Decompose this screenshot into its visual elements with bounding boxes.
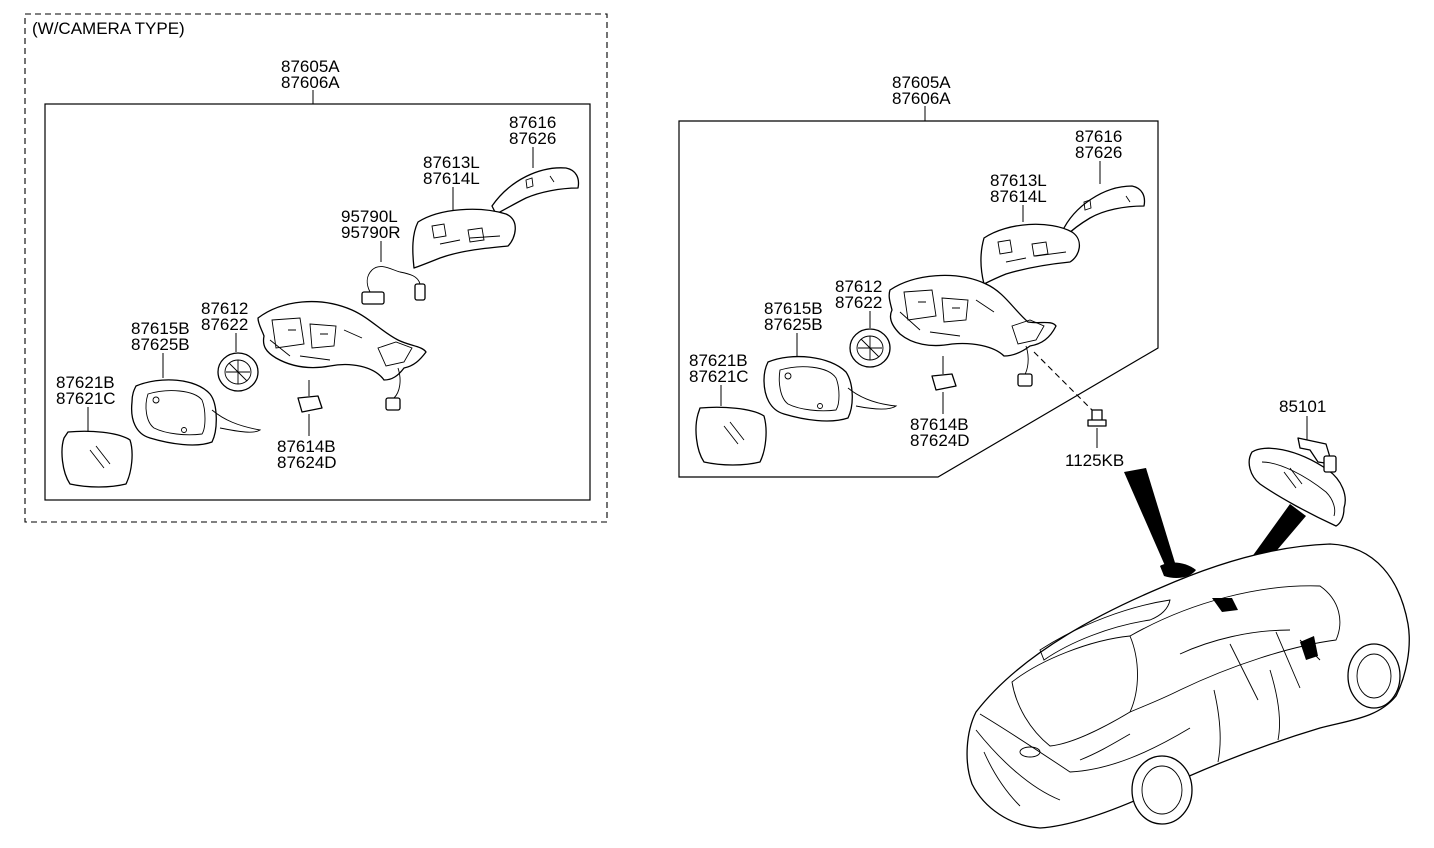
camera-holder-label-1: 87615B — [131, 319, 190, 338]
camera-actuator-label-1: 87612 — [201, 299, 248, 318]
assembly-frame — [678, 120, 1159, 478]
camera-cover-label-2: 87626 — [509, 129, 556, 148]
lamp-label-1: 87614B — [910, 415, 969, 434]
glass-label-2: 87621C — [689, 367, 749, 386]
lamp-part — [931, 356, 957, 391]
actuator-label-2: 87622 — [835, 293, 882, 312]
mirror-housing-part — [888, 274, 1057, 387]
camera-actuator-part — [217, 352, 259, 392]
camera-type-section: (W/CAMERA TYPE) 87605A 87606A 87616 8762… — [24, 13, 608, 523]
bolt-label: 1125KB — [1065, 451, 1124, 470]
glass-part — [695, 406, 767, 466]
holder-label-1: 87615B — [764, 299, 823, 318]
bolt-part — [1087, 409, 1107, 427]
camera-mirror-cover-part — [491, 167, 580, 215]
bolt-callout-pointer — [1124, 468, 1176, 568]
glass-label-1: 87621B — [689, 351, 748, 370]
camera-unit-label-1: 95790L — [341, 207, 398, 226]
camera-holder-part — [130, 379, 262, 446]
mirror-cover-part — [1061, 185, 1146, 237]
housing-cover-label-2: 87614L — [990, 187, 1047, 206]
camera-housing-cover-label-2: 87614L — [423, 169, 480, 188]
cover-label-2: 87626 — [1075, 143, 1122, 162]
camera-assembly-label-2: 87606A — [281, 73, 340, 92]
camera-glass-label-1: 87621B — [56, 373, 115, 392]
camera-cover-label-1: 87616 — [509, 113, 556, 132]
holder-part — [763, 355, 898, 422]
holder-label-2: 87625B — [764, 315, 823, 334]
assembly-label-2: 87606A — [892, 89, 951, 108]
lamp-label-2: 87624D — [910, 431, 970, 450]
housing-cover-label-1: 87613L — [990, 171, 1047, 190]
bolt-dashed-line — [1033, 351, 1097, 415]
camera-unit-label-2: 95790R — [341, 223, 401, 242]
actuator-label-1: 87612 — [835, 277, 882, 296]
inside-mirror-part — [1248, 437, 1346, 527]
camera-housing-cover-part — [412, 208, 516, 269]
housing-cover-part — [980, 223, 1080, 285]
standard-section: 87605A 87606A 87616 87626 87613L 87614L — [678, 73, 1410, 829]
camera-housing-cover-label-1: 87613L — [423, 153, 480, 172]
camera-actuator-label-2: 87622 — [201, 315, 248, 334]
inside-mirror-label: 85101 — [1279, 397, 1326, 416]
assembly-label-1: 87605A — [892, 73, 951, 92]
camera-glass-label-2: 87621C — [56, 389, 116, 408]
camera-type-title: (W/CAMERA TYPE) — [32, 19, 185, 38]
camera-assembly-frame — [44, 103, 591, 501]
actuator-part — [849, 328, 891, 368]
camera-type-dashed-border — [24, 13, 608, 523]
cover-label-1: 87616 — [1075, 127, 1122, 146]
camera-holder-label-2: 87625B — [131, 335, 190, 354]
camera-lamp-label-2: 87624D — [277, 453, 337, 472]
camera-mirror-housing-part — [257, 301, 427, 411]
camera-lamp-part — [297, 380, 323, 413]
camera-unit-part — [361, 266, 426, 305]
car-illustration — [966, 543, 1410, 829]
camera-lamp-label-1: 87614B — [277, 437, 336, 456]
camera-glass-part — [61, 430, 133, 488]
camera-assembly-label-1: 87605A — [281, 57, 340, 76]
